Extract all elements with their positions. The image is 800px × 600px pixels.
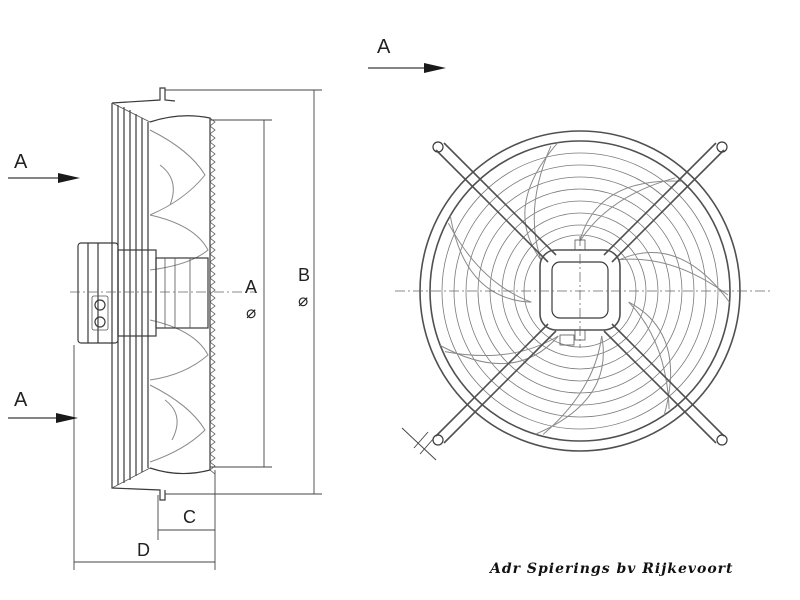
- fan-blade-edge: [619, 258, 729, 296]
- dimension-d: [73, 345, 216, 570]
- side-housing: [111, 87, 211, 501]
- fan-blade: [449, 215, 532, 303]
- guard-ring: [429, 140, 731, 442]
- flow-label-front: A: [377, 36, 391, 58]
- dim-label-c: C: [183, 507, 196, 527]
- fan-blade-edge: [628, 301, 670, 410]
- flow-arrow-upper: [8, 173, 80, 183]
- guard-ring: [513, 224, 647, 358]
- dim-label-a: A: [245, 277, 257, 297]
- mounting-hole-marker: [401, 427, 437, 461]
- dimension-b: [165, 89, 322, 495]
- fan-blade-edge: [579, 177, 676, 242]
- dimension-c: [157, 470, 216, 540]
- fan-blade-edge: [447, 222, 532, 303]
- flow-label-lower: A: [14, 389, 28, 411]
- dim-label-b: B: [298, 265, 310, 285]
- company-credit: Adr Spierings bv Rijkevoort: [488, 561, 734, 577]
- front-blades: [440, 142, 731, 435]
- flow-label-upper: A: [14, 151, 28, 173]
- fan-blade-edge: [542, 335, 603, 435]
- flow-arrow-lower: [8, 413, 78, 423]
- guard-ring: [441, 152, 719, 430]
- fan-blade-edge: [444, 335, 559, 356]
- dim-label-d: D: [137, 540, 150, 560]
- guard-struts: [432, 141, 728, 446]
- fan-blade: [535, 335, 604, 435]
- front-view: [368, 63, 770, 461]
- dim-diameter-symbol-b: ⌀: [298, 291, 308, 310]
- motor-body: [77, 242, 209, 344]
- fan-blade: [440, 335, 559, 365]
- guard-ring: [465, 176, 695, 406]
- flow-arrow-front: [368, 63, 446, 73]
- guard-ring: [501, 212, 659, 370]
- fan-blade: [628, 301, 672, 416]
- side-blades: [149, 129, 209, 463]
- side-view: [8, 87, 322, 570]
- blade-edge-serration: [209, 117, 216, 475]
- dimension-a: [210, 119, 272, 468]
- fan-blade-edge: [533, 145, 552, 260]
- dim-diameter-symbol-a: ⌀: [246, 303, 256, 322]
